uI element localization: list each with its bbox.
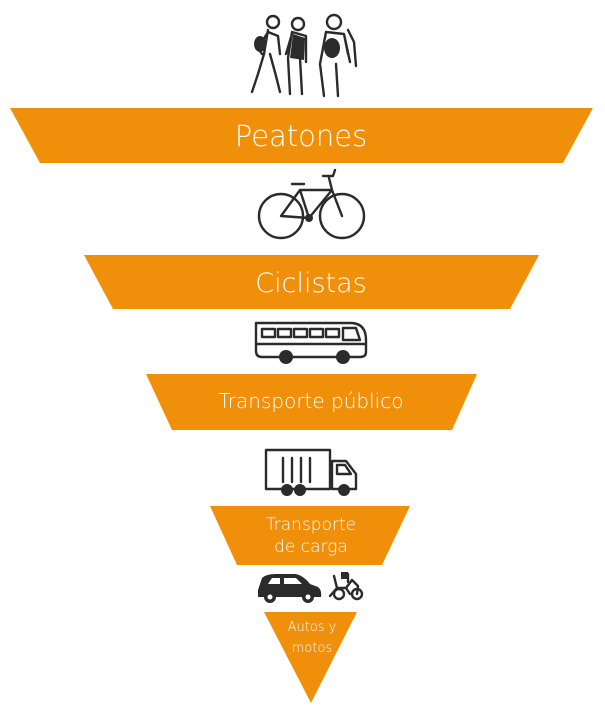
scooter-icon bbox=[328, 572, 364, 601]
car-icon bbox=[258, 574, 322, 603]
level-1-label: Peatones bbox=[235, 119, 368, 153]
level-5-band bbox=[264, 612, 357, 703]
truck-icon bbox=[264, 448, 358, 496]
bus-icon bbox=[254, 321, 368, 364]
pedestrians-icon bbox=[250, 13, 358, 98]
level-3-band bbox=[146, 374, 477, 430]
bicycle-icon bbox=[257, 168, 366, 240]
level-3-label: Transporte público bbox=[219, 389, 404, 413]
level-5-label-line1: Autos y bbox=[288, 620, 337, 635]
level-4-label-line1: Transporte bbox=[266, 515, 356, 535]
level-2-band bbox=[84, 255, 539, 309]
level-5-label-line2: motos bbox=[292, 641, 332, 656]
level-4-band bbox=[210, 506, 410, 565]
level-4-label-line2: de carga bbox=[274, 537, 348, 557]
level-2-label: Ciclistas bbox=[255, 268, 366, 299]
level-1-band bbox=[10, 108, 593, 163]
